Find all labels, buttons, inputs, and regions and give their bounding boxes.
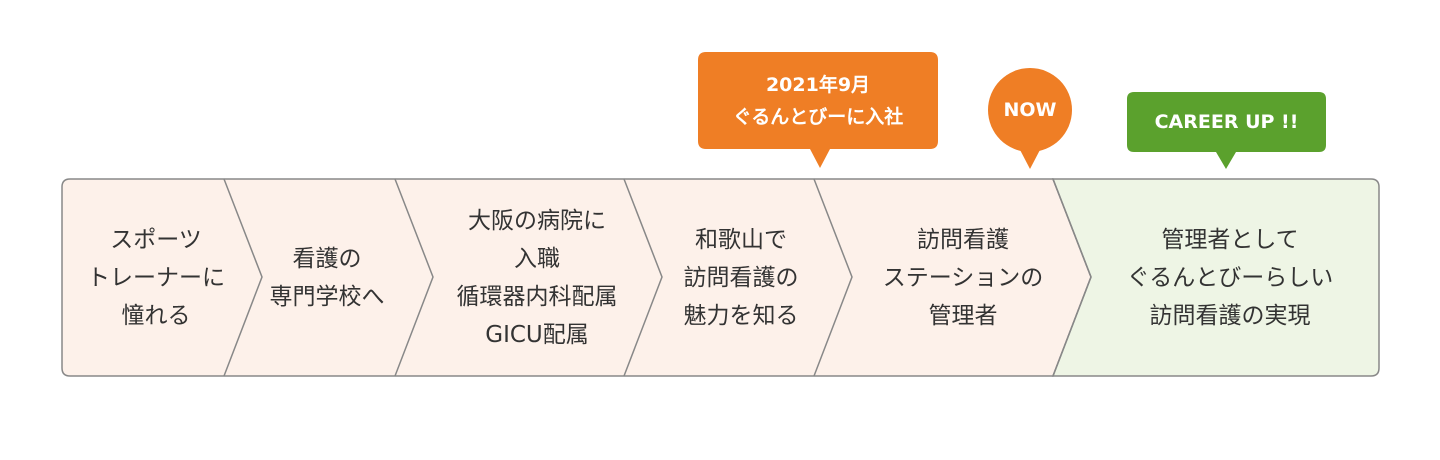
step-5-station-manager: 訪問看護 ステーションの 管理者 xyxy=(882,227,1044,329)
career-up-callout-text: CAREER UP !! xyxy=(1154,111,1299,133)
chevron-divider-2 xyxy=(394,178,434,377)
joined-callout-bubble xyxy=(698,52,938,168)
step-2-nursing-school: 看護の 専門学校へ xyxy=(269,246,385,310)
step-3-osaka-hospital: 大阪の病院に 入職 循環器内科配属 GICU配属 xyxy=(456,208,618,348)
step-1-sports-trainer: スポーツ トレーナーに 憧れる xyxy=(87,227,225,329)
chevron-divider-4 xyxy=(813,178,853,377)
goal-panel xyxy=(1051,178,1380,377)
now-callout-text: NOW xyxy=(1003,99,1057,121)
chevron-divider-3 xyxy=(623,178,663,377)
chevron-divider-5 xyxy=(1052,178,1092,377)
now-callout-tail xyxy=(1018,146,1042,169)
chevron-divider-1 xyxy=(223,178,263,377)
joined-callout-text: 2021年9月 ぐるんとびーに入社 xyxy=(732,73,904,128)
step-6-goal: 管理者として ぐるんとびーらしい 訪問看護の実現 xyxy=(1126,227,1334,329)
career-up-callout-bubble xyxy=(1127,92,1326,169)
step-4-wakayama: 和歌山で 訪問看護の 魅力を知る xyxy=(683,227,799,329)
now-callout-bubble xyxy=(988,68,1072,152)
